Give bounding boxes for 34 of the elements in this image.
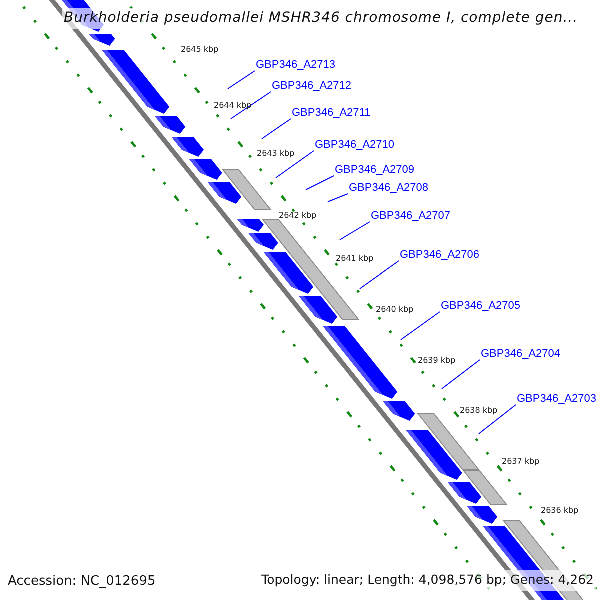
position-label: 2636 kbp [541,506,579,516]
position-label: 2644 kbp [214,101,252,111]
gene-label: GBP346_A2713 [256,59,336,72]
position-label: 2642 kbp [279,211,317,221]
gene-label: GBP346_A2706 [400,249,480,262]
gene-label: GBP346_A2704 [481,348,561,361]
leader-line [306,176,334,190]
leader-line [328,194,348,202]
position-label: 2638 kbp [460,406,498,416]
gene-label: GBP346_A2712 [272,80,352,93]
position-label: 2640 kbp [376,305,414,315]
accession-text: Accession: NC_012695 [8,573,156,591]
position-label: 2643 kbp [257,149,295,159]
leader-line [340,222,370,240]
gene-label: GBP346_A2707 [371,210,451,223]
position-label: 2645 kbp [181,45,219,55]
genome-summary-text: Topology: linear; Length: 4,098,576 bp; Genes: 4,262 [260,570,596,591]
leader-line [360,260,400,290]
gene-label: GBP346_A2708 [349,182,429,195]
leader-line [478,404,516,434]
leader-line [276,150,314,178]
gene-label: GBP346_A2703 [517,393,597,406]
leader-line [230,92,272,120]
leader-line [228,70,256,90]
gene-label: GBP346_A2711 [292,107,371,120]
leader-line [262,118,292,140]
gene-label: GBP346_A2710 [315,139,395,152]
position-label: 2637 kbp [502,457,540,467]
gene-label: GBP346_A2709 [335,164,415,177]
position-label: 2641 kbp [336,254,374,264]
leader-line [400,312,440,340]
position-label: 2639 kbp [418,356,456,366]
leader-line [442,360,480,390]
gene-label: GBP346_A2705 [441,300,521,313]
